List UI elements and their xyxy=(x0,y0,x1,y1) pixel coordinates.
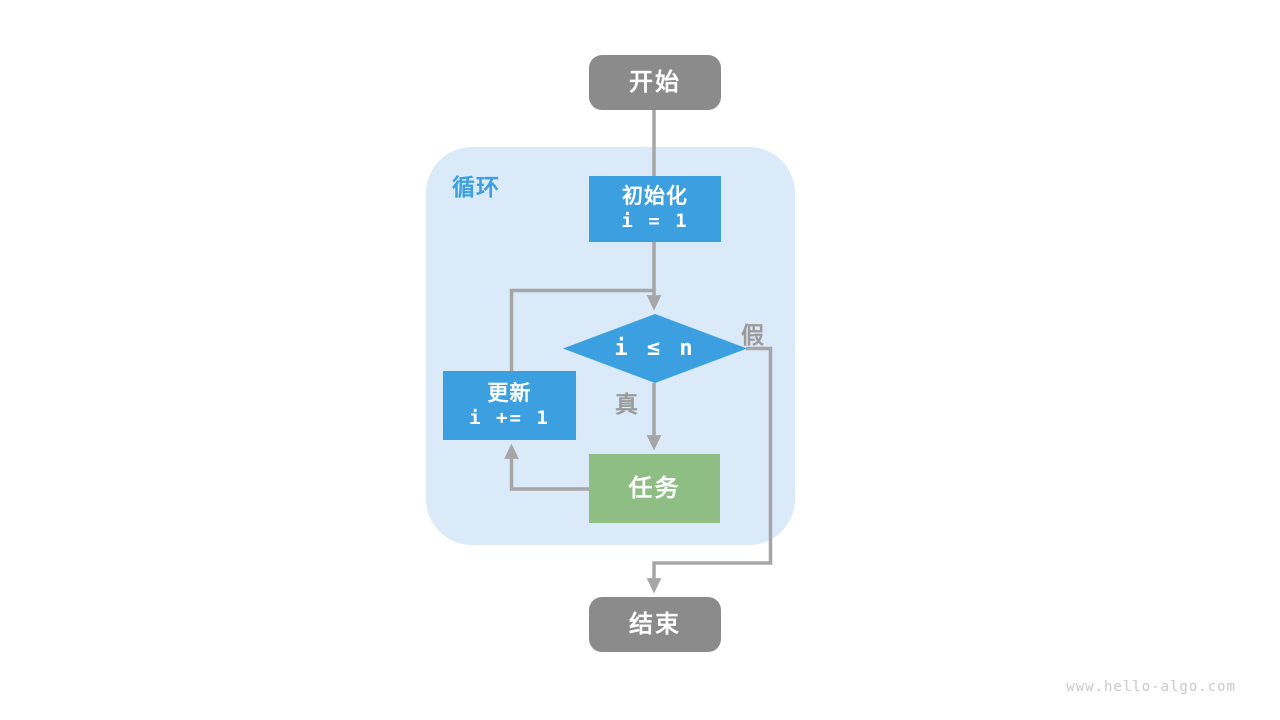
edge-condition-end xyxy=(646,346,773,594)
node-update-code: i += 1 xyxy=(469,406,550,429)
edge-label-false: 假 xyxy=(741,322,764,348)
node-init: 初始化 i = 1 xyxy=(589,176,721,242)
node-init-code: i = 1 xyxy=(621,210,689,233)
node-task-label: 任务 xyxy=(628,474,681,502)
edge-label-true: 真 xyxy=(615,391,638,417)
node-start-label: 开始 xyxy=(629,68,681,96)
node-task: 任务 xyxy=(589,454,720,523)
node-update-title: 更新 xyxy=(487,381,532,405)
node-end: 结束 xyxy=(589,597,721,652)
node-update: 更新 i += 1 xyxy=(443,371,576,440)
watermark: www.hello-algo.com xyxy=(1066,679,1236,695)
node-end-label: 结束 xyxy=(629,610,681,638)
node-start: 开始 xyxy=(589,55,721,110)
edge-update-condition xyxy=(509,288,656,371)
edge-task-update xyxy=(504,443,589,491)
node-condition-code: i ≤ n xyxy=(614,335,696,361)
node-init-title: 初始化 xyxy=(622,185,688,208)
loop-container-label: 循环 xyxy=(452,174,500,200)
